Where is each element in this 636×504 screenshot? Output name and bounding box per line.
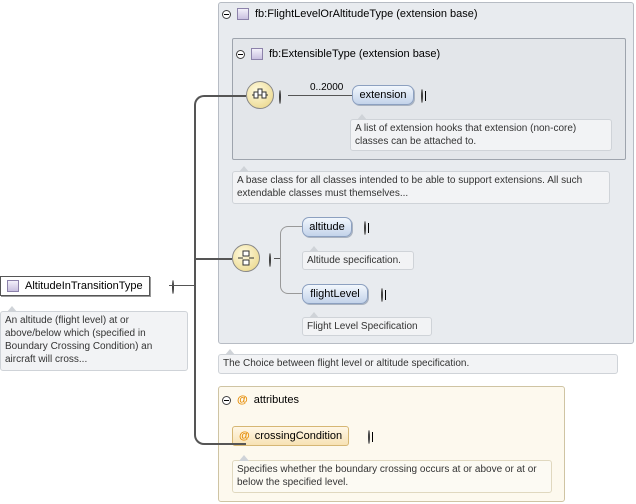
collapse-icon[interactable] bbox=[222, 9, 231, 19]
root-type-name: AltitudeInTransitionType bbox=[25, 280, 143, 292]
crossing-condition-attribute[interactable]: @ crossingCondition bbox=[232, 426, 350, 446]
extensible-type-doc: A base class for all classes intended to… bbox=[232, 166, 610, 204]
flightlevel-or-altitude-title: fb:FlightLevelOrAltitudeType (extension … bbox=[255, 8, 478, 20]
complex-type-icon bbox=[251, 48, 263, 60]
tree-connector bbox=[194, 95, 246, 445]
flightlevel-or-altitude-header: fb:FlightLevelOrAltitudeType (extension … bbox=[222, 6, 478, 22]
choice-compositor[interactable] bbox=[232, 244, 260, 272]
flightlevel-doc: Flight Level Specification bbox=[302, 312, 432, 336]
sequence-compositor-icon bbox=[252, 88, 268, 99]
crossing-condition-doc-text: Specifies whether the boundary crossing … bbox=[237, 464, 537, 488]
flightlevel-or-altitude-doc-text: The Choice between flight level or altit… bbox=[223, 358, 470, 369]
collapse-icon[interactable] bbox=[269, 253, 271, 267]
connector-line bbox=[288, 95, 352, 96]
extensible-type-header: fb:ExtensibleType (extension base) bbox=[236, 46, 440, 62]
complex-type-icon bbox=[7, 280, 19, 292]
flightlevel-element[interactable]: flightLevel bbox=[302, 284, 368, 304]
collapse-icon[interactable] bbox=[236, 49, 245, 59]
expand-icon[interactable] bbox=[381, 288, 383, 302]
altitude-element[interactable]: altitude bbox=[302, 217, 352, 237]
root-type-node[interactable]: AltitudeInTransitionType bbox=[0, 276, 150, 296]
extension-doc: A list of extension hooks that extension… bbox=[350, 114, 612, 151]
collapse-icon[interactable] bbox=[172, 280, 174, 294]
extension-cardinality: 0..2000 bbox=[310, 82, 344, 93]
flightlevel-element-label: flightLevel bbox=[310, 288, 360, 300]
choice-compositor-icon bbox=[238, 250, 254, 266]
altitude-doc-text: Altitude specification. bbox=[307, 255, 401, 266]
extension-doc-text: A list of extension hooks that extension… bbox=[355, 123, 577, 147]
root-doc: An altitude (flight level) at or above/b… bbox=[0, 306, 188, 371]
extensible-type-title: fb:ExtensibleType (extension base) bbox=[269, 48, 441, 60]
crossing-condition-doc: Specifies whether the boundary crossing … bbox=[232, 455, 552, 493]
extension-element[interactable]: extension bbox=[352, 85, 414, 105]
connector-line bbox=[169, 285, 194, 286]
connector-line bbox=[274, 258, 280, 259]
crossing-condition-label: crossingCondition bbox=[254, 430, 343, 442]
expand-icon[interactable] bbox=[368, 430, 370, 444]
extensible-type-doc-text: A base class for all classes intended to… bbox=[237, 175, 583, 199]
complex-type-icon bbox=[237, 8, 249, 20]
attributes-title: attributes bbox=[253, 394, 299, 406]
root-doc-text: An altitude (flight level) at or above/b… bbox=[5, 315, 153, 365]
at-sign-icon: @ bbox=[237, 394, 248, 406]
sequence-compositor[interactable] bbox=[246, 81, 274, 109]
flightlevel-or-altitude-doc: The Choice between flight level or altit… bbox=[218, 349, 618, 374]
extension-element-label: extension bbox=[359, 89, 407, 101]
expand-icon[interactable] bbox=[421, 89, 423, 103]
choice-bracket bbox=[280, 226, 302, 294]
connector-line bbox=[194, 258, 232, 260]
flightlevel-doc-text: Flight Level Specification bbox=[307, 321, 418, 332]
altitude-element-label: altitude bbox=[309, 221, 345, 233]
attributes-header: @ attributes bbox=[222, 392, 299, 408]
expand-icon[interactable] bbox=[364, 221, 366, 235]
altitude-doc: Altitude specification. bbox=[302, 246, 414, 270]
collapse-icon[interactable] bbox=[279, 90, 281, 104]
collapse-icon[interactable] bbox=[222, 395, 231, 405]
